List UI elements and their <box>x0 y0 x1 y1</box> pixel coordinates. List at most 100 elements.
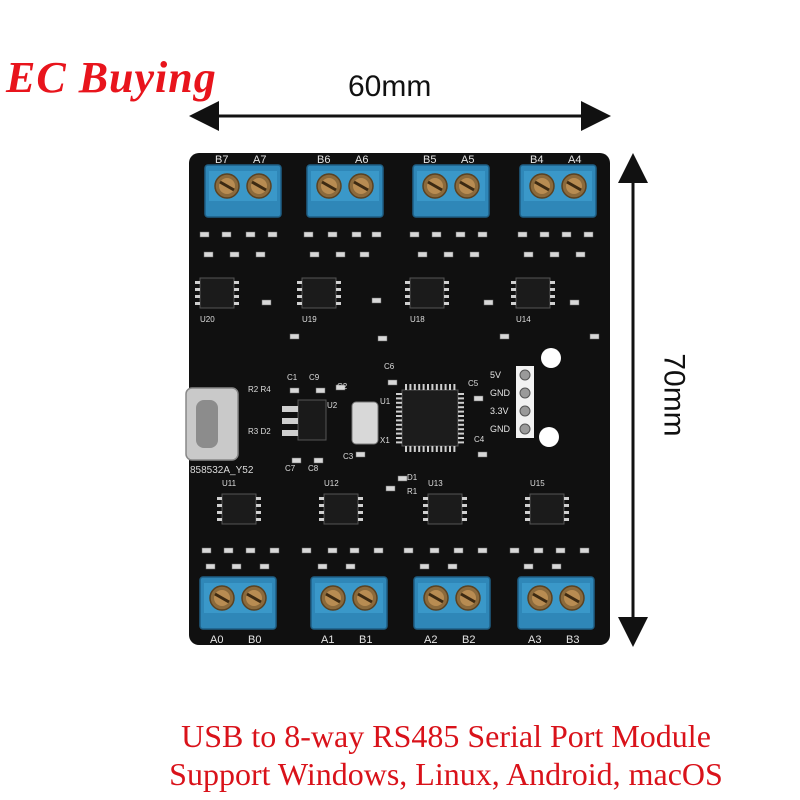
smd-component <box>575 251 586 258</box>
smd-component <box>261 299 272 306</box>
brand-logo: EC Buying <box>6 53 217 102</box>
mounting-hole <box>541 348 561 368</box>
top-terminal-2: B5 A5 <box>412 154 490 218</box>
terminal-label: A0 <box>210 634 223 646</box>
smd-component <box>397 475 408 482</box>
svg-text:D1: D1 <box>407 473 418 482</box>
smd-component <box>523 563 534 570</box>
terminal-label: B4 <box>530 154 543 166</box>
smd-component <box>203 251 214 258</box>
smd-component <box>419 563 430 570</box>
smd-component <box>199 231 210 238</box>
smd-component <box>359 251 370 258</box>
smd-component <box>509 547 520 554</box>
smd-component <box>201 547 212 554</box>
smd-component <box>289 387 300 394</box>
rs485-transceiver-chip: U15 <box>525 479 569 525</box>
crystal-x1 <box>351 401 379 445</box>
smd-component <box>373 547 384 554</box>
smd-component <box>589 333 600 340</box>
terminal-label: B6 <box>317 154 330 166</box>
smd-component <box>231 563 242 570</box>
terminal-label: A3 <box>528 634 541 646</box>
rs485-transceiver-chip: U14 <box>511 277 555 324</box>
chip-label: U20 <box>200 315 215 324</box>
smd-component <box>561 231 572 238</box>
smd-component <box>351 231 362 238</box>
svg-text:C8: C8 <box>308 464 319 473</box>
smd-component <box>473 395 484 402</box>
terminal-label: B0 <box>248 634 261 646</box>
smd-component <box>477 231 488 238</box>
terminal-label: B1 <box>359 634 372 646</box>
regulator-chip <box>297 399 327 441</box>
smd-component <box>309 251 320 258</box>
smd-component <box>579 547 590 554</box>
svg-text:R2 R4: R2 R4 <box>248 385 271 394</box>
smd-component <box>523 251 534 258</box>
mounting-hole <box>539 427 559 447</box>
svg-text:C9: C9 <box>309 373 320 382</box>
smd-component <box>533 547 544 554</box>
header-pin-strip <box>516 366 534 438</box>
top-terminal-1: B6 A6 <box>306 154 384 218</box>
smd-component <box>455 231 466 238</box>
smd-component <box>267 231 278 238</box>
smd-component <box>245 547 256 554</box>
terminal-label: B2 <box>462 634 475 646</box>
smd-component <box>313 457 324 464</box>
chip-label: U15 <box>530 479 545 488</box>
svg-text:U2: U2 <box>327 401 338 410</box>
silkscreen-code: 858532A_Y52 <box>190 465 254 476</box>
rs485-transceiver-chip: U12 <box>319 479 363 525</box>
svg-text:R1: R1 <box>407 487 418 496</box>
terminal-label: A2 <box>424 634 437 646</box>
header-pin-label: 5V <box>490 370 501 380</box>
smd-component <box>259 563 270 570</box>
smd-component <box>349 547 360 554</box>
bottom-terminal-2: A2 B2 <box>413 576 491 646</box>
smd-component <box>205 563 216 570</box>
smd-component <box>583 231 594 238</box>
terminal-label: A7 <box>253 154 266 166</box>
smd-component <box>555 547 566 554</box>
caption-line-2: Support Windows, Linux, Android, macOS <box>169 756 723 792</box>
header-pin-label: 3.3V <box>490 406 509 416</box>
svg-text:C6: C6 <box>384 362 395 371</box>
terminal-label: B7 <box>215 154 228 166</box>
smd-component <box>255 251 266 258</box>
header-pin-label: GND <box>490 388 511 398</box>
bottom-terminal-0: A0 B0 <box>199 576 277 646</box>
smd-component <box>477 547 488 554</box>
svg-text:C1: C1 <box>287 373 298 382</box>
caption-line-1: USB to 8-way RS485 Serial Port Module <box>181 718 711 754</box>
smd-component <box>269 547 280 554</box>
bottom-terminal-1: A1 B1 <box>310 576 388 646</box>
smd-component <box>539 231 550 238</box>
terminal-label: A6 <box>355 154 368 166</box>
svg-text:R3 D2: R3 D2 <box>248 427 271 436</box>
smd-component <box>371 297 382 304</box>
smd-component <box>291 457 302 464</box>
width-dimension-label: 60mm <box>348 70 432 103</box>
smd-component <box>303 231 314 238</box>
smd-component <box>245 231 256 238</box>
header-pin <box>519 387 531 399</box>
smd-component <box>327 231 338 238</box>
smd-component <box>453 547 464 554</box>
terminal-label: A5 <box>461 154 474 166</box>
terminal-label: B5 <box>423 154 436 166</box>
header-pin <box>519 405 531 417</box>
svg-text:C5: C5 <box>468 379 479 388</box>
main-mcu-chip <box>401 389 459 447</box>
smd-component <box>223 547 234 554</box>
smd-component <box>301 547 312 554</box>
terminal-label: A1 <box>321 634 334 646</box>
rs485-transceiver-chip: U13 <box>423 479 467 525</box>
smd-component <box>315 387 326 394</box>
smd-component <box>477 451 488 458</box>
